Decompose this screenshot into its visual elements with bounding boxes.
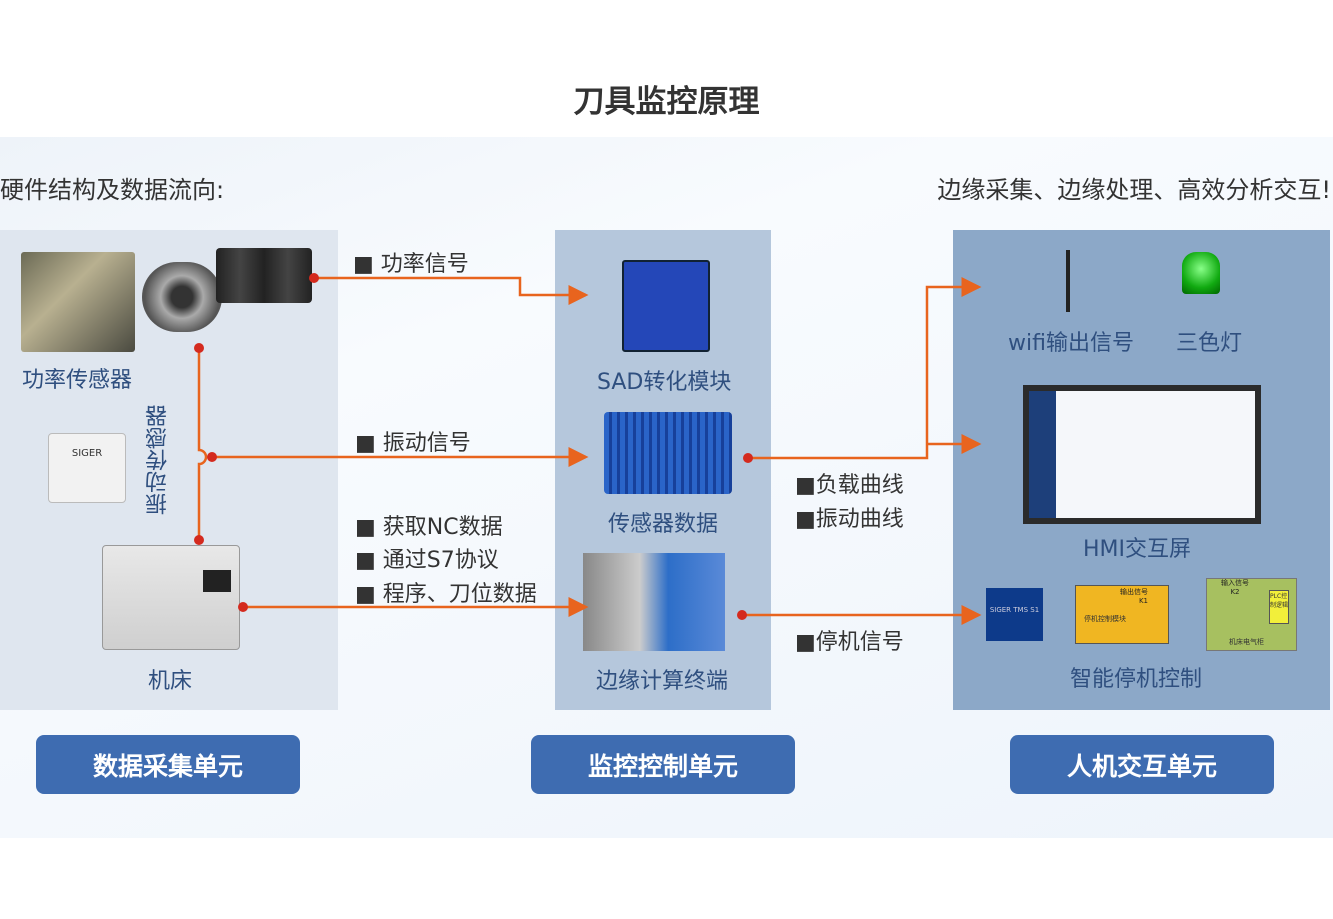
hmi-unit-button[interactable]: 人机交互单元 <box>1010 735 1274 794</box>
signal-load-text: 负载曲线 <box>815 473 904 498</box>
sad-module-icon <box>622 260 710 352</box>
machine-tool-icon <box>102 545 240 650</box>
subtitle-left: 硬件结构及数据流向: <box>0 176 225 204</box>
label-machine: 机床 <box>148 669 193 694</box>
dot <box>207 452 217 462</box>
acquisition-unit-button[interactable]: 数据采集单元 <box>36 735 300 794</box>
dot <box>737 610 747 620</box>
signal-nc-text: 通过S7协议 <box>382 548 499 573</box>
label-sensor-data: 传感器数据 <box>608 512 719 537</box>
plc-box: PLC控制逻辑 <box>1269 590 1289 624</box>
label-power-sensor: 功率传感器 <box>22 368 133 393</box>
power-sensor-photo <box>21 252 135 352</box>
label-stop-control: 智能停机控制 <box>1070 667 1203 692</box>
sensor-data-box-icon <box>604 412 732 494</box>
signal-stop: ■停机信号 <box>795 630 904 655</box>
sensor-brand: SIGER <box>71 448 103 459</box>
power-signal-line <box>314 276 589 305</box>
tri-color-lamp-icon <box>1182 252 1220 294</box>
control-unit-button[interactable]: 监控控制单元 <box>531 735 795 794</box>
subtitle-right: 边缘采集、边缘处理、高效分析交互! <box>937 176 1331 204</box>
signal-vib-curve-text: 振动曲线 <box>815 507 904 532</box>
label-hmi: HMI交互屏 <box>1083 537 1192 562</box>
wifi-line <box>748 277 982 460</box>
dot <box>743 453 753 463</box>
signal-load: ■负载曲线 <box>795 473 904 498</box>
dot <box>238 602 248 612</box>
signal-nc-text: 程序、刀位数据 <box>382 582 537 607</box>
stop-module-box: 停机控制模块 <box>1075 585 1169 644</box>
hmi-screen-icon <box>1023 385 1261 524</box>
wifi-antenna-icon <box>1066 250 1070 312</box>
dot <box>194 343 204 353</box>
label-lamp: 三色灯 <box>1176 331 1243 356</box>
output-signal-label: 输出信号 K1 <box>1120 588 1148 605</box>
dot <box>309 273 319 283</box>
current-clamp-icon <box>216 248 312 303</box>
signal-power-text: 功率信号 <box>380 252 469 277</box>
spindle-icon <box>142 262 222 332</box>
label-edge: 边缘计算终端 <box>596 669 729 694</box>
page-title: 刀具监控原理 <box>573 84 760 120</box>
dot <box>194 535 204 545</box>
signal-nc-0: ■ 获取NC数据 <box>355 515 503 540</box>
siger-box: SIGER TMS S1 <box>986 588 1043 641</box>
signal-vibration-text: 振动信号 <box>382 431 471 456</box>
signal-stop-text: 停机信号 <box>815 630 904 655</box>
machine-screen <box>203 570 231 592</box>
signal-nc-1: ■ 通过S7协议 <box>355 548 499 573</box>
signal-vib-curve: ■振动曲线 <box>795 507 904 532</box>
edge-terminal-icon <box>583 553 725 651</box>
signal-vibration: ■ 振动信号 <box>355 431 471 456</box>
signal-nc-2: ■ 程序、刀位数据 <box>355 582 537 607</box>
input-signal-label: 输入信号 K2 <box>1221 579 1249 596</box>
signal-nc-text: 获取NC数据 <box>382 515 503 540</box>
label-wifi: wifi输出信号 <box>1008 331 1134 356</box>
hmi-screen-content <box>1029 391 1255 518</box>
label-sad: SAD转化模块 <box>597 370 732 395</box>
vibration-sensor-device: SIGER <box>48 433 126 503</box>
signal-power: ■ 功率信号 <box>353 252 469 277</box>
sensor-link-line <box>197 348 208 540</box>
